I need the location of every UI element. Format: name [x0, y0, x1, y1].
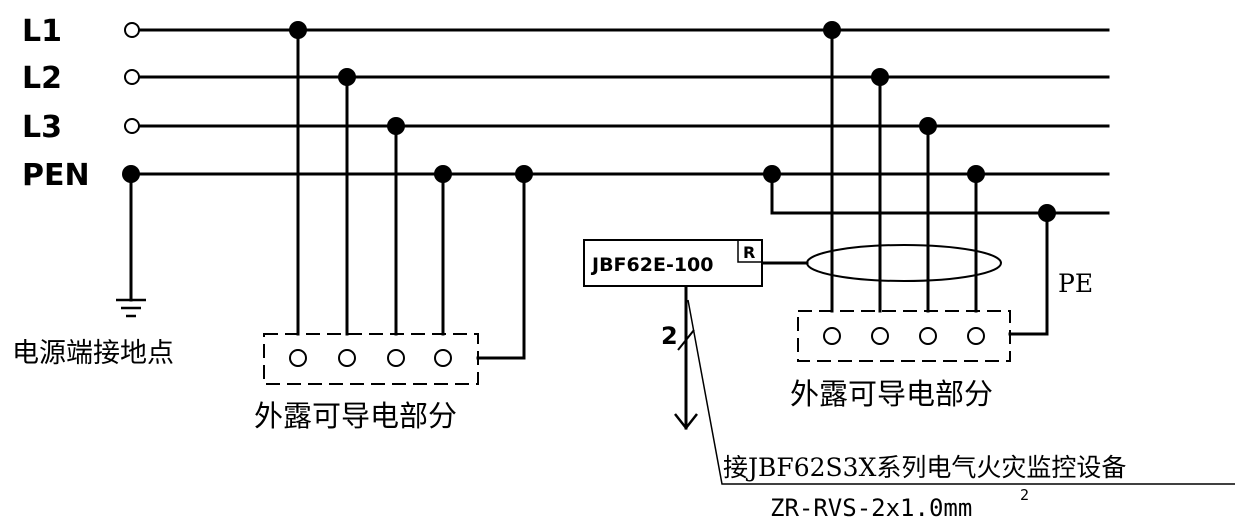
exposed-part-box-right [797, 310, 1011, 362]
terminal-left-l3 [387, 349, 405, 367]
junction-dot [122, 165, 140, 183]
junction-dot [338, 68, 356, 86]
grounding-point-label: 电源端接地点 [12, 338, 174, 369]
source-terminal-l1 [124, 22, 140, 38]
pen-to-left-box [476, 172, 526, 360]
cable-spec-label: ZR-RVS-2x1.0mm [770, 494, 972, 522]
bus-label-l3: L3 [22, 110, 62, 145]
terminal-right-l1 [823, 327, 841, 345]
source-terminal-l3 [124, 118, 140, 134]
note-leader [687, 299, 1235, 485]
terminal-right-l2 [871, 327, 889, 345]
junction-dot [967, 165, 985, 183]
terminal-left-l1 [289, 349, 307, 367]
pe-to-right-box [1008, 211, 1049, 336]
device-box [583, 239, 763, 287]
junction-dot [289, 21, 307, 39]
source-terminal-l2 [124, 69, 140, 85]
bus-label-pen: PEN [22, 158, 90, 193]
ground-symbol [116, 298, 146, 318]
exposed-part-box-left [263, 333, 479, 385]
device-tag-label: R [743, 243, 755, 262]
junction-dot [763, 165, 781, 183]
junction-dot [515, 165, 533, 183]
device-model-label: JBF62E-100 [590, 254, 714, 276]
exposed-part-label-right: 外露可导电部分 [790, 377, 993, 411]
output-arrow [674, 413, 698, 431]
current-transformer [806, 244, 1002, 282]
junction-dot [919, 117, 937, 135]
junction-dot [387, 117, 405, 135]
bus-label-l2: L2 [22, 61, 62, 96]
terminal-left-pen [434, 349, 452, 367]
junction-dot [871, 68, 889, 86]
cable-spec-superscript: 2 [1020, 486, 1029, 504]
pe-branch-line [770, 172, 1110, 215]
terminal-right-pe [967, 327, 985, 345]
exposed-part-label-left: 外露可导电部分 [254, 399, 457, 433]
device-tag-box [737, 239, 763, 263]
terminal-right-l3 [919, 327, 937, 345]
wire-count-tick [677, 329, 695, 351]
wire-count-label: 2 [661, 322, 678, 350]
terminal-left-l2 [338, 349, 356, 367]
junction-dot [434, 165, 452, 183]
bus-label-l1: L1 [22, 14, 62, 49]
junction-dot [823, 21, 841, 39]
connect-note-label: 接JBF62S3X系列电气火灾监控设备 [723, 453, 1126, 482]
junction-dot [1038, 204, 1056, 222]
pe-label: PE [1058, 269, 1093, 298]
